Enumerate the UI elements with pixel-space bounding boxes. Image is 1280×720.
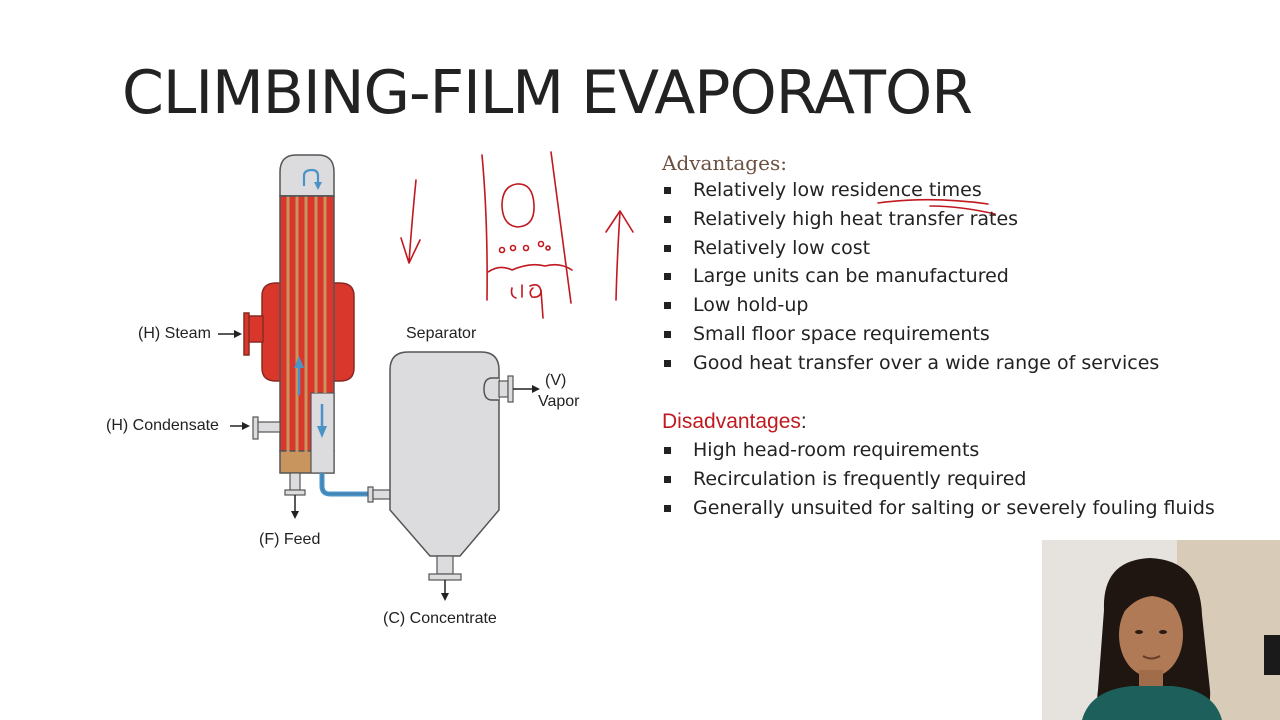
bullet-icon [664, 475, 671, 483]
heat-exchanger-tubes [286, 196, 327, 460]
list-item: Small floor space requirements [662, 320, 1159, 349]
list-item: Relatively low residence times [662, 176, 1159, 205]
vapor-label: Vapor [538, 393, 580, 410]
concentrate-label: (C) Concentrate [383, 610, 497, 627]
separator-vessel [389, 351, 500, 557]
list-item-text: Large units can be manufactured [693, 265, 1009, 288]
top-flow-arrow [302, 168, 320, 186]
bullet-icon [664, 447, 671, 454]
bullet-icon [664, 244, 671, 252]
list-item-text: Generally unsuited for salting or severe… [693, 496, 1215, 519]
bullet-icon [664, 215, 671, 223]
feed-label: (F) Feed [259, 531, 321, 548]
list-item: Relatively high heat transfer rates [662, 205, 1159, 234]
vapor-nozzle [483, 377, 499, 401]
condensate-nozzle [256, 421, 281, 433]
list-item-text: Recirculation is frequently required [693, 467, 1027, 490]
presenter-figure [1042, 540, 1280, 720]
advantages-list: Relatively low residence times Relativel… [662, 176, 1159, 378]
advantages-heading: Advantages: [662, 151, 787, 175]
bullet-icon [664, 330, 671, 338]
bullet-icon [664, 187, 671, 194]
bullet-icon [664, 273, 671, 281]
handwritten-annotations [400, 151, 996, 319]
presenter-webcam [1042, 540, 1280, 720]
vapor-symbol-label: (V) [545, 372, 567, 389]
bullet-icon [664, 359, 671, 367]
list-item: Recirculation is frequently required [662, 465, 1215, 494]
disadvantages-heading-colon: : [800, 410, 807, 433]
bullet-icon [664, 504, 671, 512]
slide-title: CLIMBING-FILM EVAPORATOR [122, 58, 973, 128]
condensate-label: (H) Condensate [106, 417, 219, 434]
list-item: Good heat transfer over a wide range of … [662, 349, 1159, 378]
concentrate-nozzle [436, 555, 454, 575]
list-item: Generally unsuited for salting or severe… [662, 494, 1215, 523]
disadvantages-heading: Disadvantages: [662, 410, 807, 434]
list-item: Low hold-up [662, 291, 1159, 320]
column-top-dome [279, 154, 335, 197]
list-item-text: Relatively low cost [693, 236, 871, 259]
disadvantages-heading-text: Disadvantages [662, 410, 801, 433]
list-item: High head-room requirements [662, 436, 1215, 465]
list-item-text: High head-room requirements [693, 439, 980, 461]
list-item-text: Relatively low residence times [693, 179, 982, 201]
disadvantages-list: High head-room requirements Recirculatio… [662, 436, 1215, 522]
transfer-pipe [319, 473, 370, 497]
list-item-text: Good heat transfer over a wide range of … [693, 351, 1160, 374]
steam-label: (H) Steam [138, 325, 211, 342]
separator-label: Separator [406, 325, 477, 342]
list-item-text: Small floor space requirements [693, 322, 990, 345]
list-item: Large units can be manufactured [662, 262, 1159, 291]
bullet-icon [664, 302, 671, 310]
list-item-text: Relatively high heat transfer rates [693, 207, 1019, 230]
feed-nozzle [289, 472, 301, 492]
list-item-text: Low hold-up [693, 294, 809, 317]
list-item: Relatively low cost [662, 234, 1159, 263]
